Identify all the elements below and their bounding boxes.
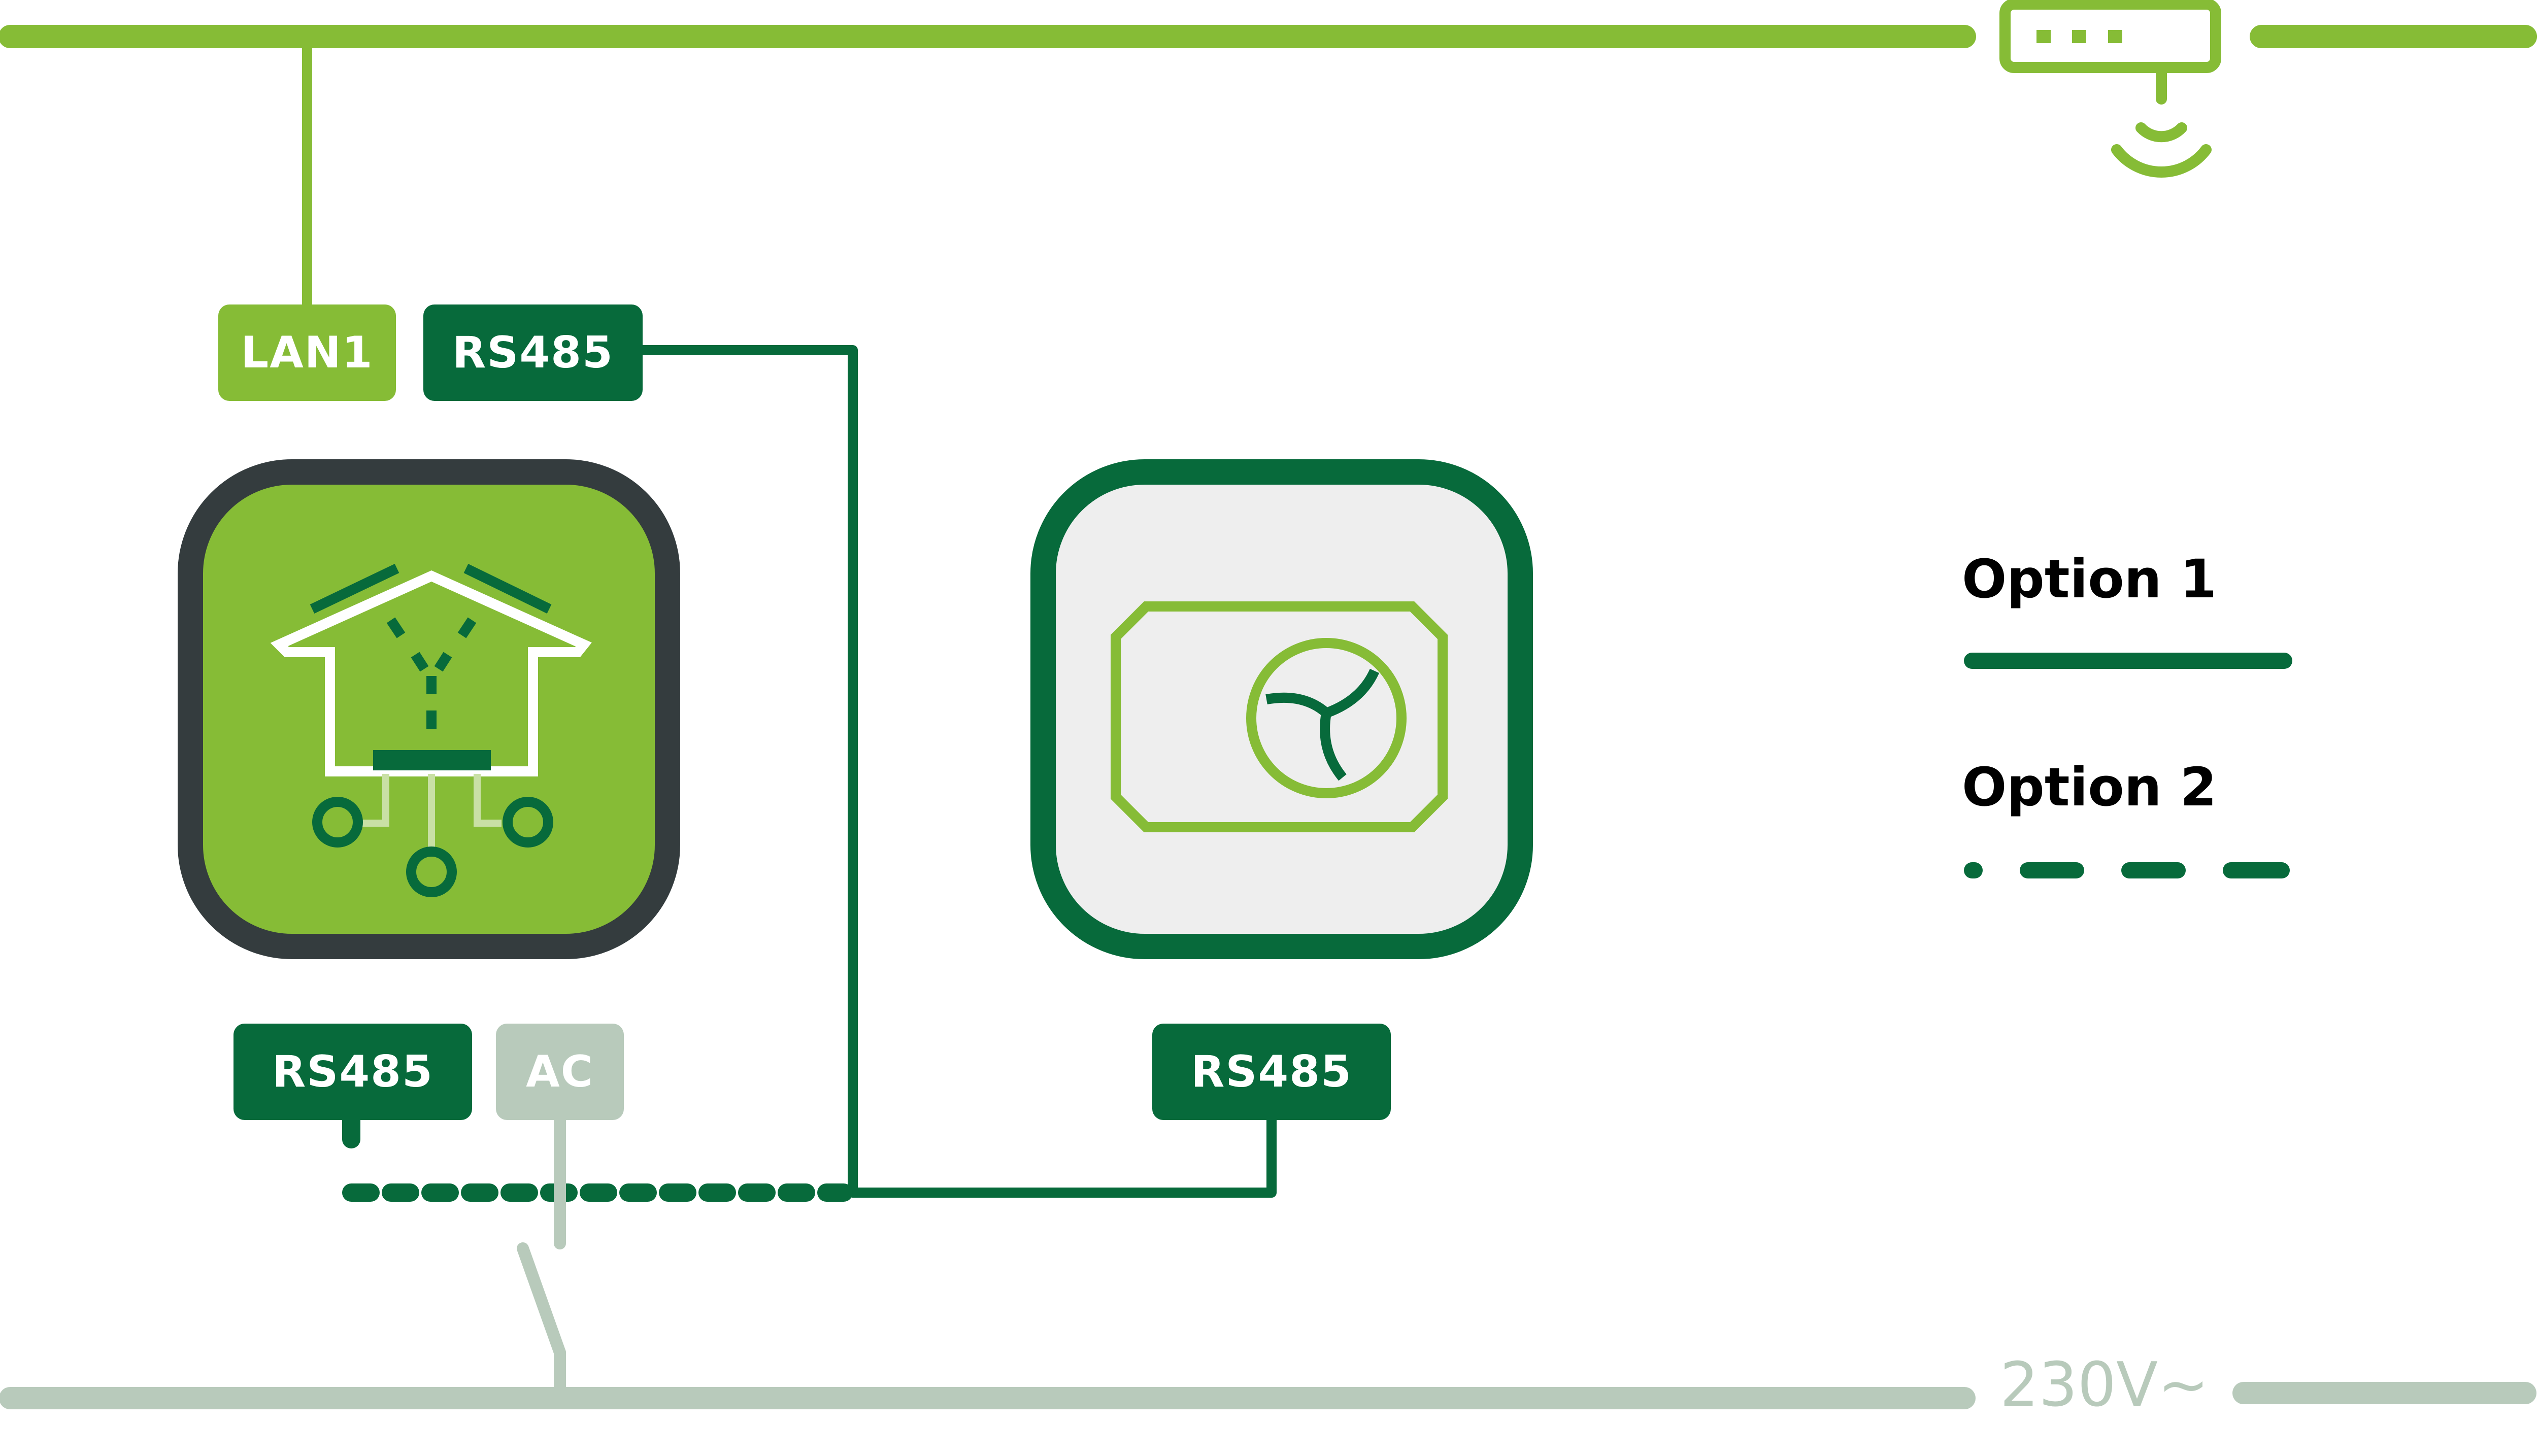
legend-option1-label: Option 1 xyxy=(1962,548,2217,610)
voltage-label: 230V~ xyxy=(2000,1350,2209,1420)
smart-home-controller-icon xyxy=(270,563,592,897)
smart-home-device[interactable] xyxy=(178,459,680,959)
rs485-port-label-left: RS485 xyxy=(233,1024,472,1120)
legend-option2-label: Option 2 xyxy=(1962,756,2217,818)
ventilation-unit-icon xyxy=(1111,601,1448,832)
legend-swatches xyxy=(1964,653,2292,878)
ac-port-label: AC xyxy=(496,1024,624,1120)
switch-icon xyxy=(517,1242,566,1404)
lan1-port-label: LAN1 xyxy=(218,304,396,401)
rs485-port-label-top: RS485 xyxy=(423,304,643,401)
rs485-port-label-right: RS485 xyxy=(1152,1024,1391,1120)
router-wifi-icon xyxy=(1999,0,2221,178)
power-bus xyxy=(0,1382,2536,1409)
rs485-option2-cable xyxy=(342,1110,853,1202)
ventilation-device[interactable] xyxy=(1030,459,1533,959)
